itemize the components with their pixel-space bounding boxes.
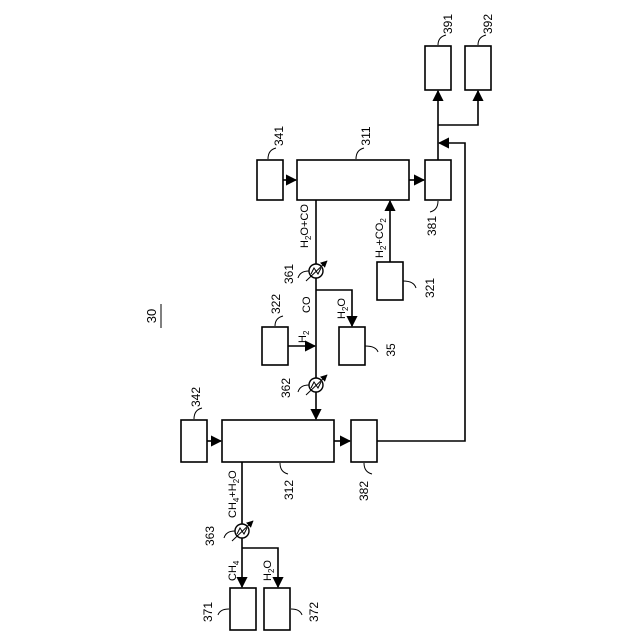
leader-362 (298, 385, 309, 392)
ref-361: 361 (282, 264, 296, 284)
flow-to-392 (438, 91, 478, 125)
leader-342 (194, 408, 202, 419)
box-311-reactor (297, 160, 409, 200)
ref-341: 341 (272, 126, 286, 146)
leader-363 (224, 531, 235, 538)
stream-label-h2o-bottom: H2O (262, 560, 276, 581)
leader-381 (430, 201, 438, 212)
heat-exchanger-362-icon (306, 375, 327, 395)
box-371 (230, 588, 256, 630)
ref-381: 381 (425, 216, 439, 236)
leader-371 (218, 609, 229, 615)
leader-322 (275, 316, 283, 326)
ref-371: 371 (201, 602, 215, 622)
ref-391: 391 (441, 14, 455, 34)
ref-322: 322 (269, 294, 283, 314)
stream-label-h2o-co: H2O+CO (299, 204, 313, 248)
ref-321: 321 (423, 278, 437, 298)
box-312-reactor (222, 420, 334, 462)
ref-311: 311 (359, 126, 373, 145)
box-381 (425, 160, 451, 200)
leader-392 (478, 35, 486, 45)
figure-number: 30 (144, 309, 159, 323)
leader-391 (438, 35, 446, 45)
stream-label-h2: H2 (297, 330, 311, 343)
box-392 (465, 46, 491, 90)
box-35 (339, 327, 365, 365)
box-342 (181, 420, 207, 462)
heat-exchanger-361-icon (306, 261, 327, 281)
ref-342: 342 (189, 387, 203, 407)
ref-312: 312 (282, 480, 296, 500)
leader-321 (403, 281, 416, 288)
stream-label-co: CO (301, 296, 313, 313)
leader-311 (356, 148, 364, 159)
leader-312 (280, 463, 288, 474)
leader-341 (268, 148, 276, 159)
ref-392: 392 (481, 14, 495, 34)
box-341 (257, 160, 283, 200)
ref-372: 372 (307, 602, 321, 622)
leader-35 (365, 346, 378, 352)
ref-362: 362 (279, 378, 293, 398)
ref-363: 363 (203, 526, 217, 546)
stream-label-h2o-top: H2O (336, 298, 350, 319)
leader-361 (298, 271, 309, 278)
leader-372 (291, 609, 302, 615)
box-391 (425, 46, 451, 90)
ref-382: 382 (357, 481, 371, 501)
stream-label-ch4-h2o: CH4+H2O (227, 470, 241, 518)
box-372 (264, 588, 290, 630)
leader-382 (364, 463, 372, 474)
box-322 (262, 327, 288, 365)
box-382 (351, 420, 377, 462)
stream-label-h2-co2: H2+CO2 (374, 218, 388, 258)
box-321 (377, 262, 403, 300)
ref-35: 35 (384, 343, 398, 357)
stream-label-ch4: CH4 (227, 560, 241, 581)
heat-exchanger-363-icon (232, 521, 253, 541)
